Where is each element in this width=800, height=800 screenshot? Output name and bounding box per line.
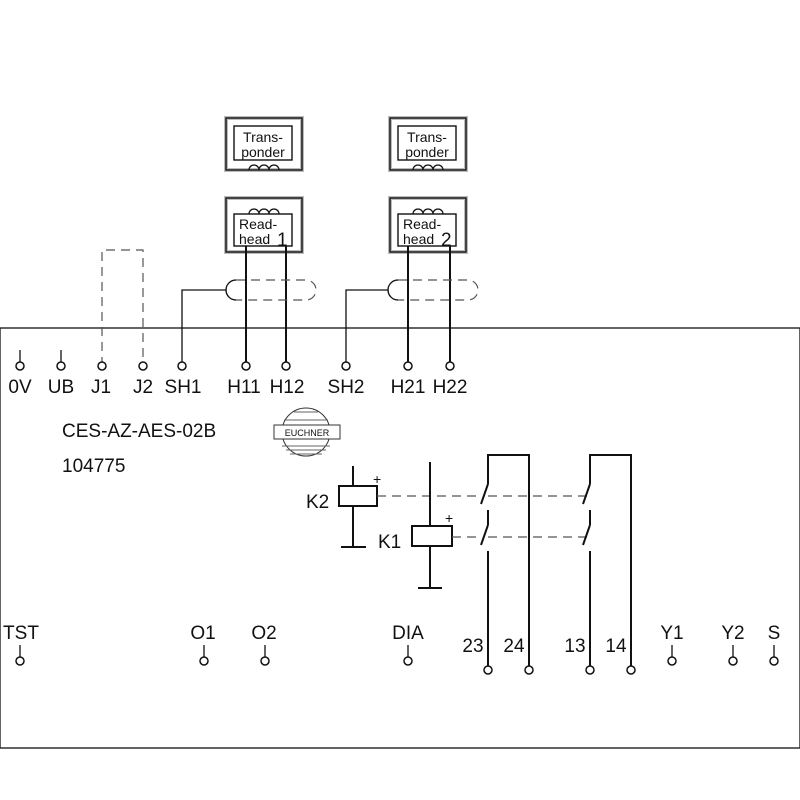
model-name: CES-AZ-AES-02B: [62, 421, 216, 442]
top-terminal-label: SH2: [328, 377, 365, 398]
terminal-y2: [728, 656, 738, 666]
relay-k1-label: K1: [378, 532, 401, 553]
top-terminal-label: SH1: [165, 377, 202, 398]
bottom-terminal-label: 23: [462, 636, 483, 657]
terminal-o1: [199, 656, 209, 666]
euchner-logo: EUCHNER: [273, 407, 341, 457]
top-terminal-label: H22: [433, 377, 468, 398]
coil-icon: [412, 208, 444, 215]
transponder-2-label-line1: Trans-: [407, 129, 447, 145]
terminal-13: [585, 665, 595, 675]
bottom-terminal-label: Y2: [721, 623, 744, 644]
contact-23-24: [480, 454, 590, 668]
bottom-terminal-label: 13: [564, 636, 585, 657]
readhead-1-number: 1: [277, 230, 288, 251]
part-number: 104775: [62, 456, 125, 477]
terminal-o2: [260, 656, 270, 666]
jumper-j1-j2: [101, 249, 144, 366]
bottom-terminals: TST O1 O2 DIA 23 24 13 14 Y1 Y2 S: [3, 623, 781, 675]
bottom-terminal-label: S: [768, 623, 781, 644]
transponder-1-label-line1: Trans-: [243, 129, 283, 145]
top-terminal-label: J2: [133, 377, 153, 398]
top-terminal-label: H21: [391, 377, 426, 398]
terminal-h22: [445, 361, 455, 371]
terminal-h12: [281, 361, 291, 371]
logo-text: EUCHNER: [285, 428, 330, 438]
relay-k2-label: K2: [306, 492, 329, 513]
relay-k2: + K2: [306, 466, 476, 548]
top-terminal-label: 0V: [8, 377, 32, 398]
readhead-2: Read- head 2: [388, 196, 468, 254]
coil-icon: [412, 164, 444, 171]
terminal-j2: [138, 361, 148, 371]
readhead-1: Read- head 1: [224, 196, 304, 254]
readhead-2-number: 2: [441, 230, 452, 251]
relay-k1-polarity: +: [445, 510, 453, 526]
bottom-terminal-label: Y1: [660, 623, 683, 644]
relay-k2-polarity: +: [373, 471, 381, 487]
top-terminal-label: H11: [227, 377, 260, 398]
top-terminal-label: J1: [91, 377, 111, 398]
readhead-1-label-line1: Read-: [239, 216, 277, 232]
terminal-0v: [15, 361, 25, 371]
readhead-2-label-line1: Read-: [403, 216, 441, 232]
top-terminal-label: UB: [48, 377, 74, 398]
terminal-ub: [56, 361, 66, 371]
transponder-1: Trans- ponder: [224, 116, 304, 172]
terminal-h11: [241, 361, 251, 371]
terminal-24: [524, 665, 534, 675]
transponder-2: Trans- ponder: [388, 116, 468, 172]
contact-13-14: [582, 454, 632, 668]
transponder-2-label-line2: ponder: [405, 144, 449, 160]
readhead-wires: [245, 246, 451, 366]
coil-icon: [248, 208, 280, 215]
terminal-14: [626, 665, 636, 675]
transponder-1-label-line2: ponder: [241, 144, 285, 160]
bottom-terminal-label: TST: [3, 623, 39, 644]
terminal-tst: [15, 656, 25, 666]
terminal-h21: [403, 361, 413, 371]
terminal-23: [483, 665, 493, 675]
coil-icon: [248, 164, 280, 171]
relay-k1: + K1: [378, 462, 476, 589]
bottom-terminal-label: DIA: [392, 623, 424, 644]
cable-shield-2: [345, 279, 479, 366]
bottom-terminal-label: 14: [605, 636, 627, 657]
readhead-2-label-line2: head: [403, 231, 434, 247]
terminal-y1: [667, 656, 677, 666]
module-enclosure: [0, 327, 800, 749]
bottom-terminal-label: 24: [503, 636, 525, 657]
terminal-s: [769, 656, 779, 666]
terminal-sh2: [341, 361, 351, 371]
readhead-1-label-line2: head: [239, 231, 270, 247]
terminal-j1: [97, 361, 107, 371]
bottom-terminal-label: O1: [190, 623, 215, 644]
bottom-terminal-label: O2: [251, 623, 276, 644]
top-terminal-label: H12: [270, 377, 305, 398]
terminal-dia: [403, 656, 413, 666]
terminal-sh1: [177, 361, 187, 371]
top-terminals: 0V UB J1 J2 SH1 H11 H12 SH2 H21 H22: [8, 350, 467, 398]
cable-shield-1: [181, 279, 317, 366]
